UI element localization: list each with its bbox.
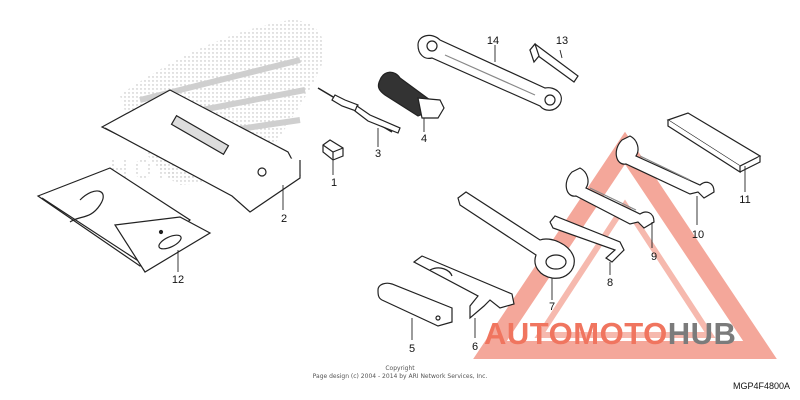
- watermark-text: AUTOMOTOHUB: [484, 316, 736, 352]
- part-number-10[interactable]: 10: [692, 229, 704, 241]
- copyright-line1: Copyright: [385, 365, 415, 372]
- part-5-flat-tool: [377, 282, 453, 327]
- part-12-pouch: [36, 167, 212, 273]
- leader-lines: [177, 45, 746, 340]
- part-1-clip: [322, 139, 344, 161]
- part-2-tool-bag: [100, 89, 301, 213]
- part-number-5[interactable]: 5: [409, 343, 415, 355]
- part-6-plate-wrench: [412, 255, 515, 320]
- part-8-l-hex-key: [549, 215, 625, 263]
- watermark-part2: HUB: [667, 316, 737, 351]
- part-number-1[interactable]: 1: [331, 177, 337, 189]
- part-number-2[interactable]: 2: [281, 213, 287, 225]
- part-numbers: 1 2 3 4 5 6 7 8 9 10 11 12 13 14: [172, 35, 751, 355]
- part-number-12[interactable]: 12: [172, 274, 184, 286]
- copyright-line2: Page design (c) 2004 - 2014 by ARI Netwo…: [312, 373, 488, 380]
- part-number-11[interactable]: 11: [739, 194, 750, 206]
- part-9-open-wrench: [565, 167, 655, 229]
- part-number-6[interactable]: 6: [472, 341, 478, 353]
- part-number-8[interactable]: 8: [607, 277, 613, 289]
- part-3-screwdriver: [317, 87, 401, 134]
- part-10-open-wrench: [615, 135, 715, 199]
- part-number-3[interactable]: 3: [375, 148, 381, 160]
- watermark-part1: AUTOMOTO: [484, 316, 668, 351]
- part-number-13[interactable]: 13: [556, 35, 568, 47]
- part-number-14[interactable]: 14: [487, 35, 499, 47]
- part-14-ring-wrench: [417, 34, 562, 111]
- part-11-strip: [666, 112, 762, 174]
- diagram-code: MGP4F4800A: [732, 381, 790, 391]
- part-number-9[interactable]: 9: [651, 251, 657, 263]
- part-13-hex-key: [529, 42, 579, 83]
- part-number-7[interactable]: 7: [549, 301, 555, 313]
- part-number-4[interactable]: 4: [421, 133, 427, 145]
- part-4-handle: [377, 71, 445, 119]
- part-7-pin-spanner: [457, 191, 575, 279]
